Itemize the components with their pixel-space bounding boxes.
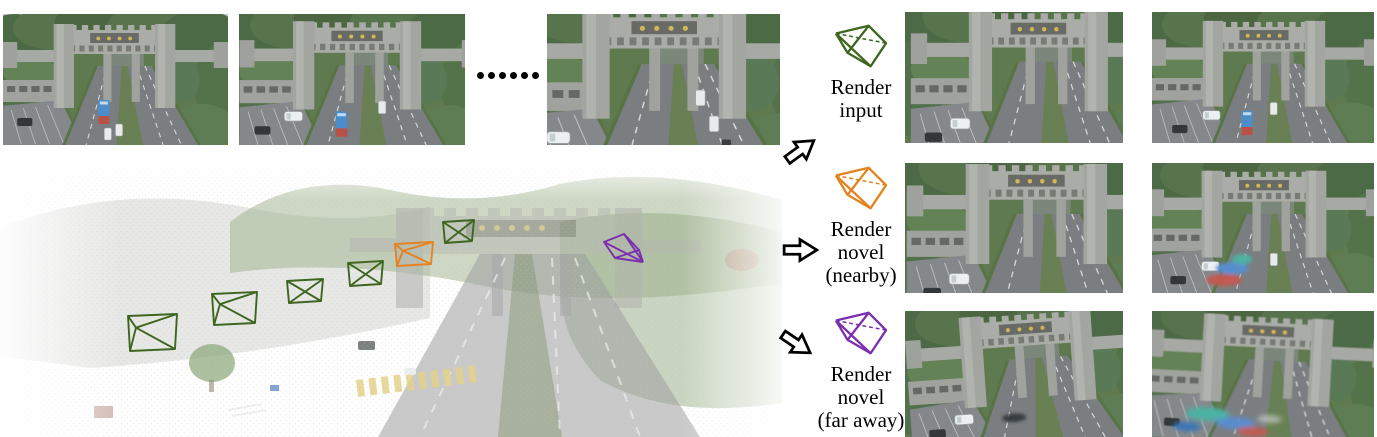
render-far-label-line2: novel [837, 385, 885, 409]
ellipsis-dots [477, 72, 539, 79]
input-photo-1 [3, 14, 228, 145]
arrow-down-right-icon [778, 329, 813, 355]
render-far-label-block: Render novel (far away) [802, 307, 920, 432]
render-input-label-line2: input [839, 98, 883, 122]
render-novel-far-photo-2 [1152, 311, 1374, 437]
render-input-label-block: Render input [802, 20, 920, 122]
arrow-up-right-icon [782, 139, 816, 166]
render-input-label-line1: Render [830, 75, 892, 99]
render-input-photo-1 [905, 12, 1123, 143]
render-nearby-label-line1: Render [830, 217, 892, 241]
render-nearby-label-block: Render novel (nearby) [802, 162, 920, 287]
render-far-label-line1: Render [830, 362, 892, 386]
camera-frustum-input-icon [834, 24, 888, 68]
render-nearby-label-line2: novel [837, 240, 885, 264]
render-novel-nearby-photo-2 [1152, 163, 1374, 293]
render-novel-far-photo-1 [905, 311, 1123, 437]
input-photo-2 [239, 14, 465, 145]
render-far-label-line3: (far away) [817, 408, 905, 432]
camera-frustum-far-icon [834, 311, 888, 355]
input-photo-3 [547, 14, 780, 145]
render-nearby-label-line3: (nearby) [825, 263, 897, 287]
render-novel-nearby-photo-1 [905, 163, 1123, 293]
camera-frustum-nearby-icon [834, 166, 888, 210]
pointcloud-image [0, 158, 782, 437]
render-input-photo-2 [1152, 12, 1374, 143]
arrow-right-icon [782, 236, 820, 264]
pointcloud-view [0, 158, 782, 437]
